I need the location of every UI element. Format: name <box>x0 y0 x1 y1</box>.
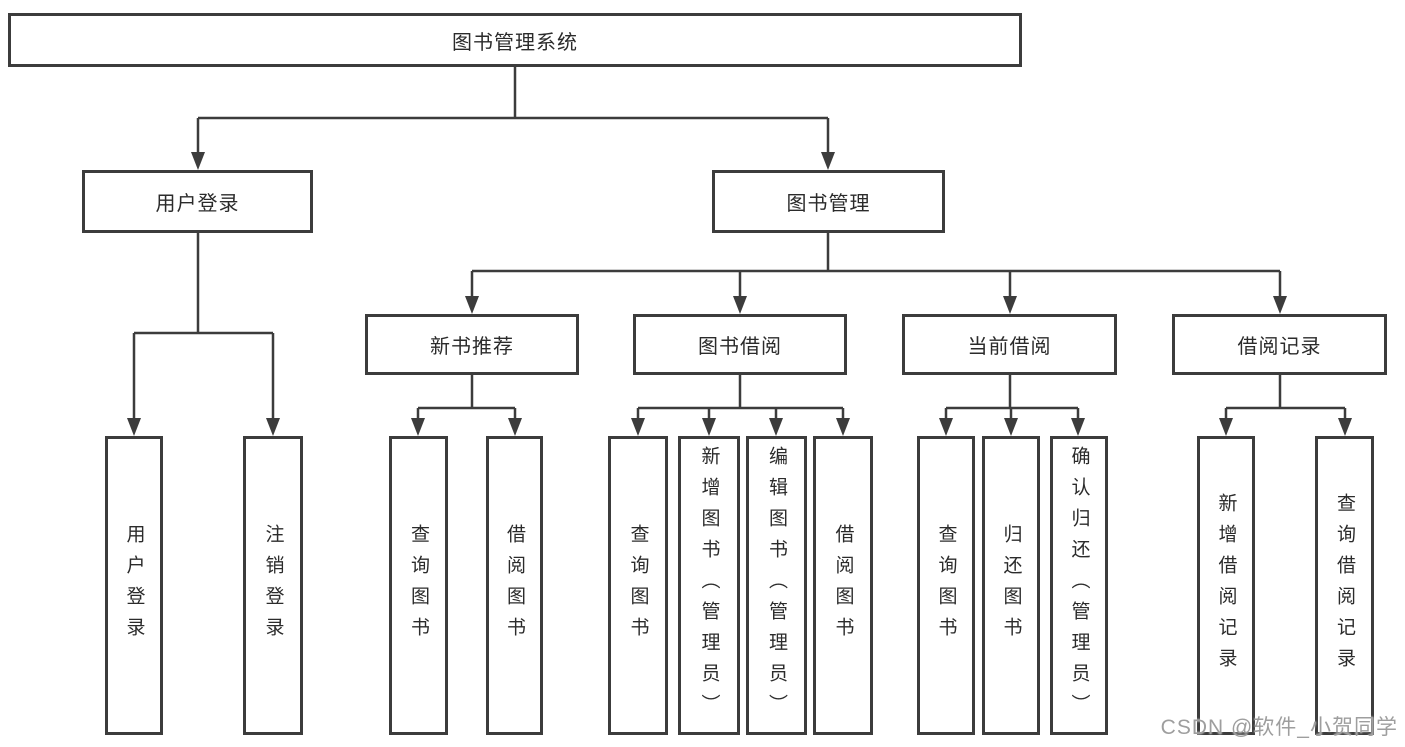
node-label: 编辑图书（管理员） <box>766 446 787 725</box>
node-label: 用户登录 <box>123 523 145 648</box>
leaf-borrow-books: 借阅图书 <box>813 436 873 735</box>
node-label: 当前借阅 <box>967 336 1052 358</box>
node-label: 新增图书（管理员） <box>698 446 720 725</box>
leaf-query-books-borrowing: 查询图书 <box>608 436 668 735</box>
leaf-edit-books-admin: 编辑图书（管理员） <box>746 436 807 735</box>
node-new-book-recommend: 新书推荐 <box>365 314 579 375</box>
node-label: 图书管理 <box>786 193 871 215</box>
leaf-return-books: 归还图书 <box>982 436 1040 735</box>
node-label: 用户登录 <box>155 193 240 215</box>
leaf-query-books-current: 查询图书 <box>917 436 975 735</box>
node-label: 图书管理系统 <box>452 31 578 54</box>
node-user-login: 用户登录 <box>82 170 313 233</box>
leaf-borrow-books-recommend: 借阅图书 <box>486 436 543 735</box>
node-borrowing-records: 借阅记录 <box>1172 314 1387 375</box>
node-current-borrowing: 当前借阅 <box>902 314 1117 375</box>
node-label: 确认归还（管理员） <box>1068 446 1090 725</box>
leaf-query-books-recommend: 查询图书 <box>389 436 448 735</box>
arrowheads <box>127 152 1352 436</box>
leaf-user-login: 用户登录 <box>105 436 163 735</box>
node-label: 借阅图书 <box>832 523 854 648</box>
node-label: 查询图书 <box>627 523 649 648</box>
csdn-watermark: CSDN @软件_小贺同学 <box>1160 716 1398 739</box>
node-label: 图书借阅 <box>698 336 782 358</box>
leaf-logout: 注销登录 <box>243 436 303 735</box>
node-library-system: 图书管理系统 <box>8 13 1022 67</box>
node-label: 新书推荐 <box>430 336 514 358</box>
leaf-query-borrow-record: 查询借阅记录 <box>1315 436 1374 735</box>
tree-edges <box>132 67 1347 420</box>
leaf-add-books-admin: 新增图书（管理员） <box>678 436 740 735</box>
node-label: 借阅记录 <box>1237 336 1322 358</box>
node-book-management: 图书管理 <box>712 170 945 233</box>
node-label: 注销登录 <box>262 523 284 648</box>
node-label: 新增借阅记录 <box>1215 492 1237 679</box>
leaf-confirm-return-admin: 确认归还（管理员） <box>1050 436 1108 735</box>
node-label: 查询借阅记录 <box>1334 492 1355 679</box>
node-book-borrowing: 图书借阅 <box>633 314 847 375</box>
node-label: 借阅图书 <box>504 523 525 648</box>
node-label: 查询图书 <box>408 523 429 648</box>
node-label: 归还图书 <box>1000 523 1022 648</box>
leaf-add-borrow-record: 新增借阅记录 <box>1197 436 1255 735</box>
node-label: 查询图书 <box>935 523 957 648</box>
